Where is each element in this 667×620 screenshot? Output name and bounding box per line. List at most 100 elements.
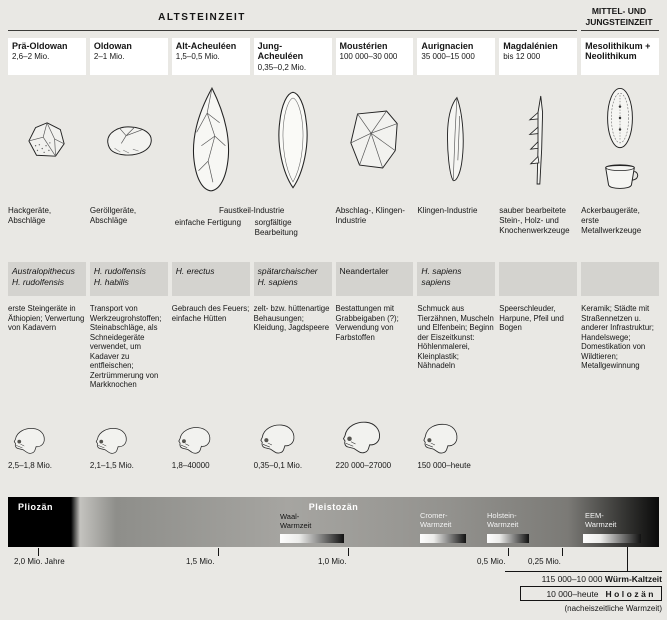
eem-warmzeit-label: EEM-Warmzeit (585, 511, 617, 529)
skull-icon (342, 421, 380, 454)
skull-date-4: 0,35–0,1 Mio. (253, 461, 303, 470)
hominid-name: H. sapiens (257, 277, 298, 288)
hominid-oldowan: H. rudolfensis H. habilis (89, 262, 168, 296)
skull-icon (423, 423, 458, 454)
tool-illustration-row (8, 78, 659, 202)
period-date: bis 12 000 (503, 52, 541, 62)
skull-date-5: 220 000–27000 (335, 461, 392, 470)
waal-warmzeit-bar (280, 534, 344, 543)
cromer-warmzeit-label: Cromer-Warmzeit (420, 511, 452, 529)
skull-row (8, 408, 659, 458)
hominid-band-row: Australopithecus H. rudolfensis H. rudol… (8, 262, 659, 296)
faustkeil-left-label: einfache Fertigung (174, 218, 242, 227)
altsteinzeit-title: ALTSTEINZEIT (158, 12, 246, 23)
timeline-band: Pliozän Pleistozän Waal-Warmzeit Cromer-… (8, 497, 659, 547)
period-header-aurignacien: Aurignacien 35 000–15 000 (417, 38, 496, 75)
skull-illustration-6 (417, 408, 495, 458)
waal-warmzeit-label: Waal-Warmzeit (280, 512, 312, 530)
timeline-tick-1-5 (218, 548, 219, 556)
holozaen-range: 10 000–heute (546, 588, 599, 599)
handaxe-icon (192, 87, 229, 192)
skull-date-empty-7 (499, 461, 577, 473)
hominid-name: Australopithecus (12, 266, 75, 276)
holozaen-label: Holozän (605, 588, 656, 599)
hominid-name: H. habilis (93, 277, 129, 288)
hominid-name: H. rudolfensis (12, 277, 64, 288)
hominid-name: H. erectus (175, 266, 215, 276)
holozaen-note: (nacheiszeitliche Warmzeit) (564, 604, 662, 613)
harpoon-icon (528, 95, 544, 185)
cromer-warmzeit-bar (420, 534, 466, 543)
wuerm-range: 115 000–10 000 (541, 574, 603, 584)
hominid-jung-acheuleen: spätarchaischer H. sapiens (253, 262, 332, 296)
scale-label-0-25: 0,25 Mio. (528, 557, 561, 566)
ornament-pot-icon (605, 87, 639, 189)
skull-illustration-4 (254, 408, 332, 458)
period-date: 1,5–0,5 Mio. (175, 52, 220, 62)
skull-illustration-5 (336, 408, 414, 458)
tool-label-oldowan: Geröllgeräte, Abschläge (89, 206, 137, 225)
culture-alt-acheuleen: Gebrauch des Feuers; einfache Hütten (171, 304, 250, 323)
hominid-name: Neandertaler (339, 266, 389, 276)
eem-warmzeit-bar (583, 534, 641, 543)
culture-mesolithikum: Keramik; Städte mit Straßennetzen u. and… (581, 304, 654, 370)
wuerm-connector-line (505, 571, 662, 572)
hominid-aurignacien: H. sapiens sapiens (417, 262, 496, 296)
period-name: Aurignacien (421, 41, 474, 51)
tool-label-mesolithikum: Ackerbaugeräte, erste Metallwerkzeuge (581, 206, 642, 235)
period-name: Moustérien (339, 41, 388, 51)
hominid-mousterien: Neandertaler (335, 262, 414, 296)
skull-icon (95, 428, 127, 454)
flake-icon (350, 110, 399, 169)
culture-oldowan: Transport von Werkzeugrohstoffen; Steina… (89, 304, 162, 389)
tool-label-pra-oldowan: Hackgeräte, Abschläge (8, 206, 52, 225)
wuerm-vertical-line (627, 547, 628, 571)
pebble-icon (107, 126, 152, 155)
mittel-underline (581, 30, 659, 31)
faustkeil-title: Faustkeil-Industrie (218, 206, 285, 215)
mittel-title-line1: MITTEL- UND (591, 6, 647, 16)
hominid-name: spätarchaischer (257, 266, 318, 276)
skull-date-row: 2,5–1,8 Mio. 2,1–1,5 Mio. 1,8–40000 0,35… (8, 461, 659, 473)
mittel-title-line2: JUNGSTEINZEIT (585, 17, 653, 28)
skull-date-1: 2,5–1,8 Mio. (8, 461, 53, 470)
period-date: 0,35–0,2 Mio. (257, 62, 307, 72)
skull-date-6: 150 000–heute (417, 461, 471, 470)
period-header-pra-oldowan: Prä-Oldowan 2,6–2 Mio. (8, 38, 86, 75)
culture-aurignacien: Schmuck aus Tierzähnen, Muscheln und Elf… (417, 304, 494, 370)
scale-label-1-5: 1,5 Mio. (186, 557, 215, 566)
period-date: 2,6–2 Mio. (12, 52, 50, 62)
period-name: Jung-Acheuléen (257, 41, 304, 62)
chopper-tool-illustration (8, 78, 86, 202)
epoch-pliozaen: Pliozän (18, 502, 54, 512)
scale-label-2-0: 2,0 Mio. Jahre (14, 557, 65, 566)
scale-label-1-0: 1,0 Mio. (318, 557, 347, 566)
culture-magdalenien: Speerschleuder, Harpune, Pfeil und Bogen (499, 304, 564, 332)
period-name: Prä-Oldowan (12, 41, 68, 51)
hominid-name: H. sapiens sapiens (421, 266, 462, 288)
epoch-pleistozaen: Pleistozän (308, 502, 359, 512)
period-header-oldowan: Oldowan 2–1 Mio. (89, 38, 168, 75)
blade-tool-illustration (417, 78, 495, 202)
tool-label-magdalenien: sauber bearbeitete Stein-, Holz- und Kno… (499, 206, 570, 235)
refined-handaxe-icon (277, 91, 308, 189)
altsteinzeit-underline (8, 30, 577, 31)
pebble-tool-illustration (90, 78, 168, 202)
handaxe-illustration (172, 78, 250, 202)
holozaen-box: 10 000–heute Holozän (520, 586, 662, 601)
skull-icon (178, 427, 210, 454)
tool-label-row: Hackgeräte, Abschläge Geröllgeräte, Absc… (8, 206, 659, 258)
period-date: 35 000–15 000 (421, 52, 475, 62)
skull-empty-8 (581, 408, 659, 458)
skull-date-empty-8 (581, 461, 659, 473)
skull-illustration-2 (90, 408, 168, 458)
period-header-mousterien: Moustérien 100 000–30 000 (335, 38, 414, 75)
period-date: 100 000–30 000 (339, 52, 398, 62)
mittel-jungsteinzeit-title: MITTEL- UND JUNGSTEINZEIT (575, 6, 663, 28)
scale-label-0-5: 0,5 Mio. (477, 557, 506, 566)
culture-jung-acheuleen: zelt- bzw. hüttenartige Behausungen; Kle… (253, 304, 330, 332)
timeline-tick-1-0 (348, 548, 349, 556)
skull-illustration-1 (8, 408, 86, 458)
tool-label-faustkeil: Faustkeil-Industrie einfache Fertigung s… (172, 206, 332, 258)
